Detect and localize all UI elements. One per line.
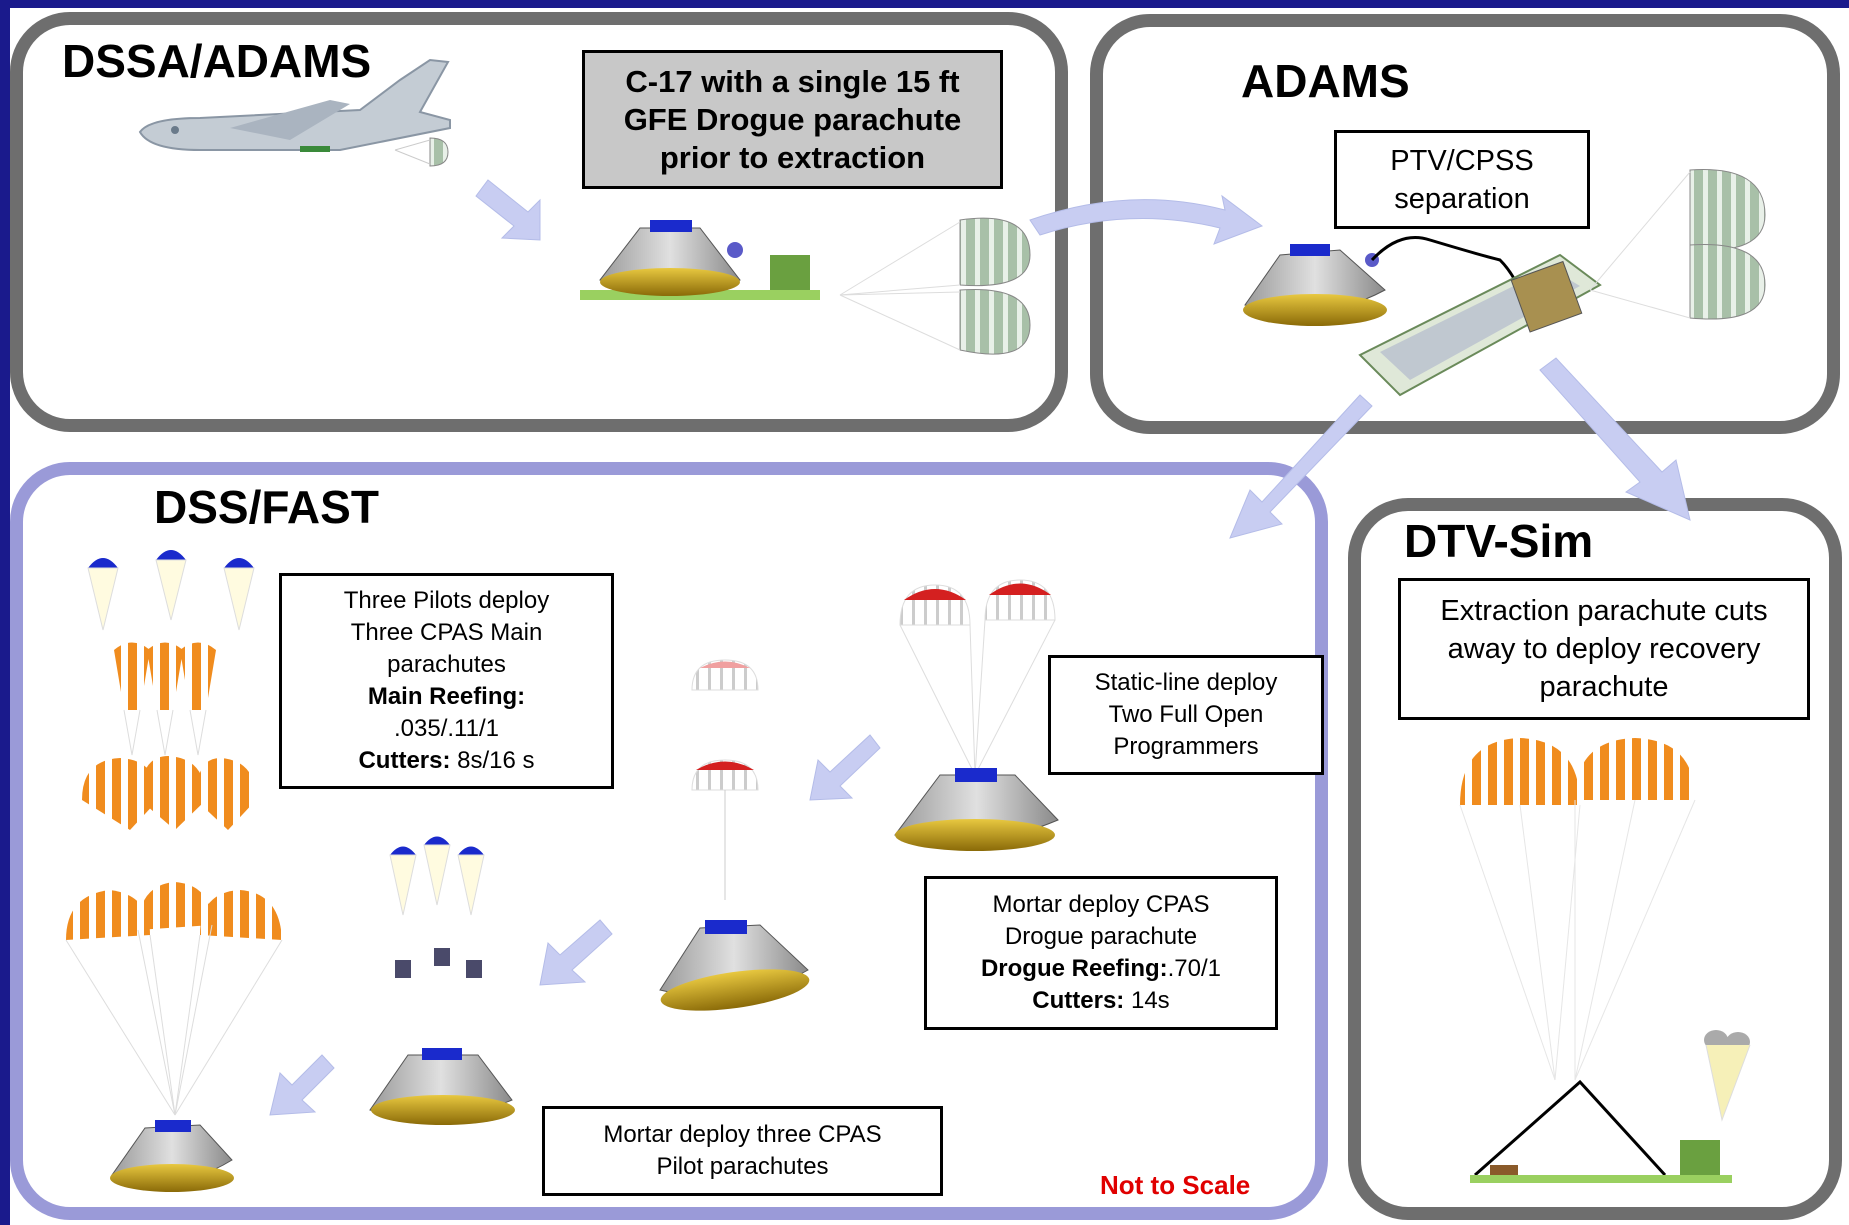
pallet-icon [1470,1079,1732,1183]
pallet-icon [1358,253,1602,397]
drogue-reefing-line: Drogue Reefing:.70/1 [981,953,1221,985]
drogue-cutters-line: Cutters: 14s [1032,985,1169,1017]
box-line: Extraction parachute cuts [1440,595,1768,627]
arrow-icon [475,179,541,241]
arrow-icon [1539,357,1691,521]
parachute-icon [1459,738,1696,1081]
panel-title-dtv-sim: DTV-Sim [1404,515,1594,567]
parachute-icon [1589,169,1766,320]
parachute-icon [87,550,255,631]
parachute-icon [394,137,449,167]
box-line: Mortar deploy CPAS [992,891,1210,918]
box-line: Three Pilots deploy [343,587,550,614]
panel-title-dssa-adams: DSSA/ADAMS [62,35,372,87]
main-reefing-label: Main Reefing: [367,683,526,710]
arrow-icon [539,919,613,986]
parachute-icon [691,659,759,900]
pilot-chutes-box: Mortar deploy three CPAS Pilot parachute… [542,1106,943,1196]
static-line-box: Static-line deploy Two Full Open Program… [1048,655,1324,775]
box-line: Pilot parachutes [656,1153,829,1180]
cutters-value: 8s/16 s [450,747,535,774]
parachute-icon [899,579,1056,776]
capsule-icon [894,768,1059,851]
box-line: Two Full Open [1108,701,1264,728]
panel-title-adams: ADAMS [1241,55,1410,107]
capsule-icon [580,220,820,300]
box-line: parachutes [387,651,506,678]
parachute-icon [82,756,256,830]
slide-frame-top [0,0,1849,8]
three-pilots-box: Three Pilots deploy Three CPAS Main para… [279,573,614,789]
box-line: Mortar deploy three CPAS [603,1121,882,1148]
capsule-icon [1243,244,1387,326]
box-line: away to deploy recovery [1447,633,1761,665]
main-reefing-value: .035/.11/1 [394,715,499,742]
box-line: GFE Drogue parachute [623,101,962,137]
box-line: prior to extraction [659,139,926,175]
arrow-icon [1029,194,1264,245]
ptv-cpss-separation-box: PTV/CPSS separation [1334,130,1590,229]
panel-title-dss-fast: DSS/FAST [154,481,379,533]
c17-aircraft-icon [138,58,451,152]
parachute-icon [1704,1030,1751,1122]
parachute-icon [839,217,1031,355]
extraction-cut-box: Extraction parachute cuts away to deploy… [1398,578,1810,720]
box-line: parachute [1539,671,1669,703]
arrow-icon [809,734,881,801]
box-line: Programmers [1113,733,1259,760]
parachute-icon [65,882,283,1116]
cutters-label: Cutters: [1032,987,1125,1014]
cutters-line: Cutters: 8s/16 s [358,745,534,777]
c17-drogue-box: C-17 with a single 15 ft GFE Drogue para… [582,50,1003,189]
capsule-icon [110,1120,234,1192]
drogue-reefing-value: .70/1 [1167,955,1222,982]
drogue-reefing-label: Drogue Reefing: [980,955,1168,982]
not-to-scale-note: Not to Scale [1100,1170,1251,1200]
box-line: PTV/CPSS [1390,144,1534,177]
cutters-label: Cutters: [358,747,451,774]
parachute-icon [114,642,216,756]
capsule-icon [369,1048,515,1125]
arrow-icon [1229,394,1373,539]
box-line: Static-line deploy [1094,669,1278,696]
capsule-icon [659,920,810,1011]
box-line: separation [1394,182,1530,215]
box-line: Three CPAS Main [350,619,543,646]
parachute-icon [389,836,485,978]
cutters-value: 14s [1124,987,1170,1014]
drogue-deploy-box: Mortar deploy CPAS Drogue parachute Drog… [924,876,1278,1030]
box-line: Drogue parachute [1004,923,1198,950]
box-line: C-17 with a single 15 ft [625,63,960,99]
slide-frame-left [0,0,10,1225]
arrow-icon [269,1054,335,1116]
